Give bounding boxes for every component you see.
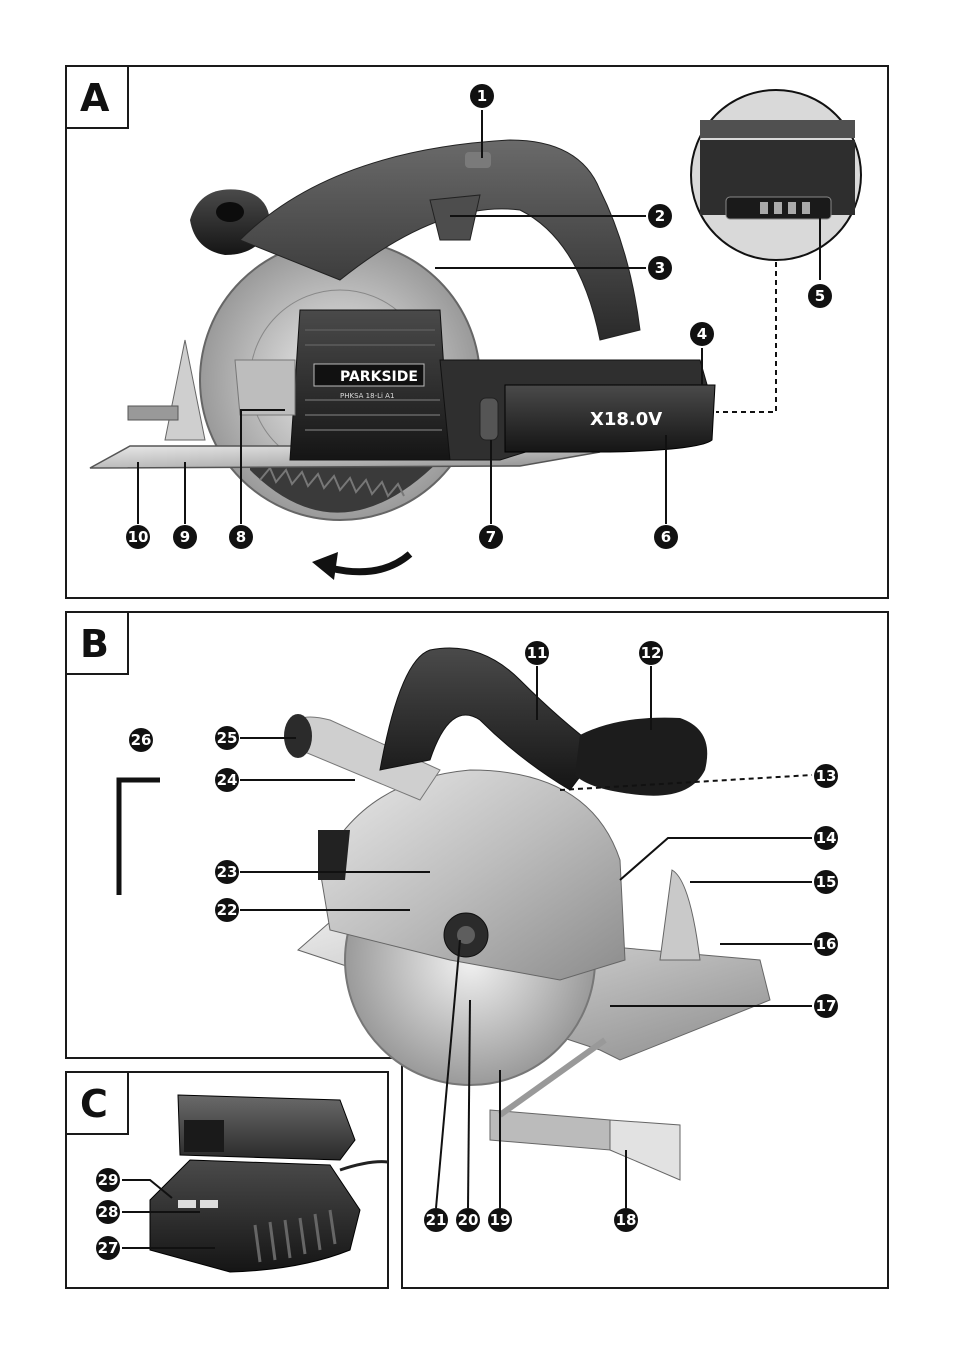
callout-4: 4 bbox=[690, 322, 714, 346]
svg-text:23: 23 bbox=[217, 863, 238, 881]
svg-text:25: 25 bbox=[217, 729, 238, 747]
svg-text:22: 22 bbox=[217, 901, 238, 919]
svg-text:14: 14 bbox=[816, 829, 837, 847]
svg-text:26: 26 bbox=[131, 731, 152, 749]
callout-13-leader bbox=[559, 774, 813, 791]
battery-charger bbox=[149, 1094, 389, 1273]
callout-21: 21 bbox=[424, 1208, 448, 1232]
panel-b: B bbox=[65, 611, 889, 1289]
svg-text:13: 13 bbox=[816, 767, 837, 785]
panel-a: A bbox=[65, 65, 889, 599]
svg-text:18: 18 bbox=[616, 1211, 637, 1229]
battery-label: X18.0V bbox=[590, 409, 662, 430]
callout-24: 24 bbox=[215, 768, 239, 792]
hex-key bbox=[116, 777, 160, 895]
svg-text:7: 7 bbox=[486, 528, 496, 546]
svg-text:15: 15 bbox=[816, 873, 837, 891]
callout-23: 23 bbox=[215, 860, 239, 884]
callout-28: 28 bbox=[96, 1200, 120, 1224]
callout-18: 18 bbox=[614, 1208, 638, 1232]
svg-text:2: 2 bbox=[655, 207, 665, 225]
svg-text:4: 4 bbox=[697, 325, 707, 343]
svg-text:12: 12 bbox=[641, 644, 662, 662]
svg-text:21: 21 bbox=[426, 1211, 447, 1229]
callout-13: 13 bbox=[814, 764, 838, 788]
callout-12: 12 bbox=[639, 641, 663, 665]
callout-25: 25 bbox=[215, 726, 239, 750]
svg-text:16: 16 bbox=[816, 935, 837, 953]
svg-text:27: 27 bbox=[98, 1239, 119, 1257]
svg-text:19: 19 bbox=[490, 1211, 511, 1229]
callout-10: 10 bbox=[126, 525, 150, 549]
callout-26: 26 bbox=[129, 728, 153, 752]
svg-text:28: 28 bbox=[98, 1203, 119, 1221]
panel-a-letter: A bbox=[80, 76, 110, 120]
panel-b-letter: B bbox=[80, 622, 109, 666]
panel-c-letter: C bbox=[80, 1082, 108, 1126]
callout-20: 20 bbox=[456, 1208, 480, 1232]
callout-22: 22 bbox=[215, 898, 239, 922]
callout-9: 9 bbox=[173, 525, 197, 549]
svg-text:5: 5 bbox=[815, 287, 825, 305]
svg-text:9: 9 bbox=[180, 528, 190, 546]
zoom-connector bbox=[716, 262, 777, 413]
callout-17: 17 bbox=[814, 994, 838, 1018]
callout-14: 14 bbox=[814, 826, 838, 850]
circular-saw-front-view bbox=[284, 647, 771, 1181]
callout-6: 6 bbox=[654, 525, 678, 549]
svg-text:1: 1 bbox=[477, 87, 487, 105]
svg-text:8: 8 bbox=[236, 528, 246, 546]
svg-text:6: 6 bbox=[661, 528, 671, 546]
svg-text:20: 20 bbox=[458, 1211, 479, 1229]
callout-1: 1 bbox=[470, 84, 494, 108]
model-label: PHKSA 18-Li A1 bbox=[340, 392, 394, 400]
svg-text:17: 17 bbox=[816, 997, 837, 1015]
callout-5: 5 bbox=[808, 284, 832, 308]
rotation-arrow bbox=[312, 551, 413, 580]
brand-logo: PARKSIDE bbox=[340, 369, 418, 385]
svg-text:3: 3 bbox=[655, 259, 665, 277]
callout-3: 3 bbox=[648, 256, 672, 280]
svg-text:24: 24 bbox=[217, 771, 238, 789]
panel-c: C 29 28 27 bbox=[65, 1071, 389, 1289]
svg-text:11: 11 bbox=[527, 644, 548, 662]
callout-27: 27 bbox=[96, 1236, 120, 1260]
callout-2: 2 bbox=[648, 204, 672, 228]
callout-7: 7 bbox=[479, 525, 503, 549]
charge-indicator-zoom bbox=[690, 89, 862, 261]
svg-text:10: 10 bbox=[128, 528, 149, 546]
callout-15: 15 bbox=[814, 870, 838, 894]
circular-saw-side-view: PARKSIDE PHKSA 18-Li A1 X18.0V bbox=[89, 139, 716, 521]
callout-8: 8 bbox=[229, 525, 253, 549]
callout-11: 11 bbox=[525, 641, 549, 665]
callout-19: 19 bbox=[488, 1208, 512, 1232]
callout-29: 29 bbox=[96, 1168, 120, 1192]
callout-16: 16 bbox=[814, 932, 838, 956]
svg-text:29: 29 bbox=[98, 1171, 119, 1189]
